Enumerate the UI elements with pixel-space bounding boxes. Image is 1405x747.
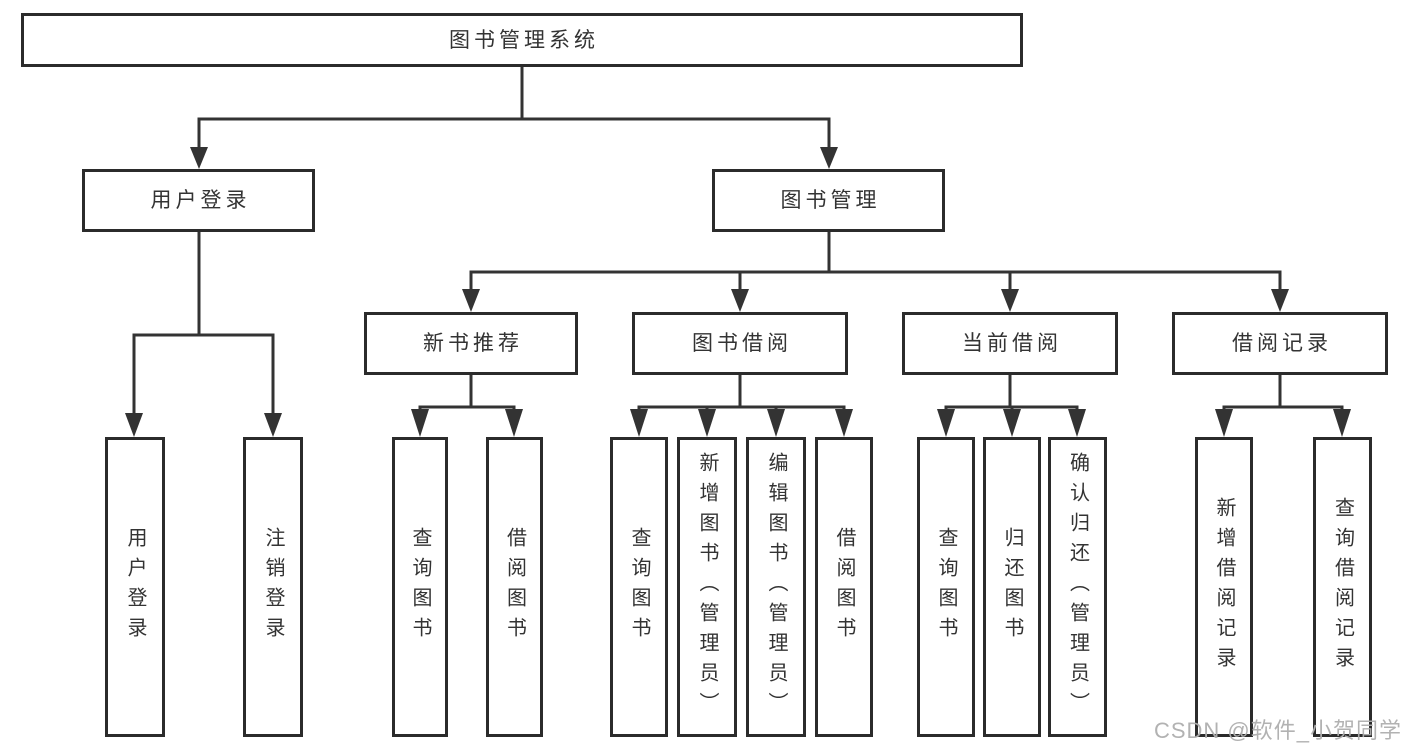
node-label: 新书推荐 xyxy=(423,332,523,355)
node-leaf-add-borrow-record: 新增借阅记录 xyxy=(1195,437,1253,737)
node-label: 图书管理系统 xyxy=(449,28,599,52)
node-label: 借阅记录 xyxy=(1232,332,1332,355)
node-label: 图书管理 xyxy=(780,189,881,212)
node-label: 查询图书 xyxy=(935,527,957,647)
node-leaf-add-books-admin: 新增图书（管理员） xyxy=(677,437,737,737)
node-book-management-system: 图书管理系统 xyxy=(21,13,1023,67)
node-label: 编辑图书（管理员） xyxy=(765,452,787,722)
node-book-management: 图书管理 xyxy=(712,169,945,232)
node-leaf-query-books-1: 查询图书 xyxy=(392,437,448,737)
node-leaf-borrow-books-2: 借阅图书 xyxy=(815,437,873,737)
node-leaf-query-borrow-record: 查询借阅记录 xyxy=(1313,437,1372,737)
node-leaf-logout: 注销登录 xyxy=(243,437,303,737)
node-label: 归还图书 xyxy=(1001,527,1023,647)
node-leaf-query-books-2: 查询图书 xyxy=(610,437,668,737)
node-label: 查询借阅记录 xyxy=(1331,497,1354,677)
node-label: 查询图书 xyxy=(409,527,431,647)
node-leaf-borrow-books-1: 借阅图书 xyxy=(486,437,543,737)
node-leaf-query-books-3: 查询图书 xyxy=(917,437,975,737)
node-borrowing-records: 借阅记录 xyxy=(1172,312,1388,375)
node-label: 查询图书 xyxy=(628,527,650,647)
node-leaf-return-books: 归还图书 xyxy=(983,437,1041,737)
node-leaf-user-login: 用户登录 xyxy=(105,437,165,737)
node-label: 用户登录 xyxy=(124,527,146,647)
node-book-borrowing: 图书借阅 xyxy=(632,312,848,375)
node-new-book-recommendation: 新书推荐 xyxy=(364,312,578,375)
node-label: 新增图书（管理员） xyxy=(696,452,718,722)
csdn-watermark: CSDN @软件_小贺同学 xyxy=(1153,718,1402,743)
node-label: 确认归还（管理员） xyxy=(1066,452,1089,722)
node-label: 注销登录 xyxy=(262,527,284,647)
node-label: 借阅图书 xyxy=(833,527,855,647)
node-label: 借阅图书 xyxy=(503,527,526,647)
node-current-borrowing: 当前借阅 xyxy=(902,312,1118,375)
node-leaf-confirm-return-admin: 确认归还（管理员） xyxy=(1048,437,1107,737)
node-label: 当前借阅 xyxy=(962,332,1062,355)
node-user-login: 用户登录 xyxy=(82,169,315,232)
node-label: 新增借阅记录 xyxy=(1213,497,1235,677)
node-leaf-edit-books-admin: 编辑图书（管理员） xyxy=(746,437,806,737)
node-label: 图书借阅 xyxy=(692,332,792,355)
node-label: 用户登录 xyxy=(150,189,251,212)
